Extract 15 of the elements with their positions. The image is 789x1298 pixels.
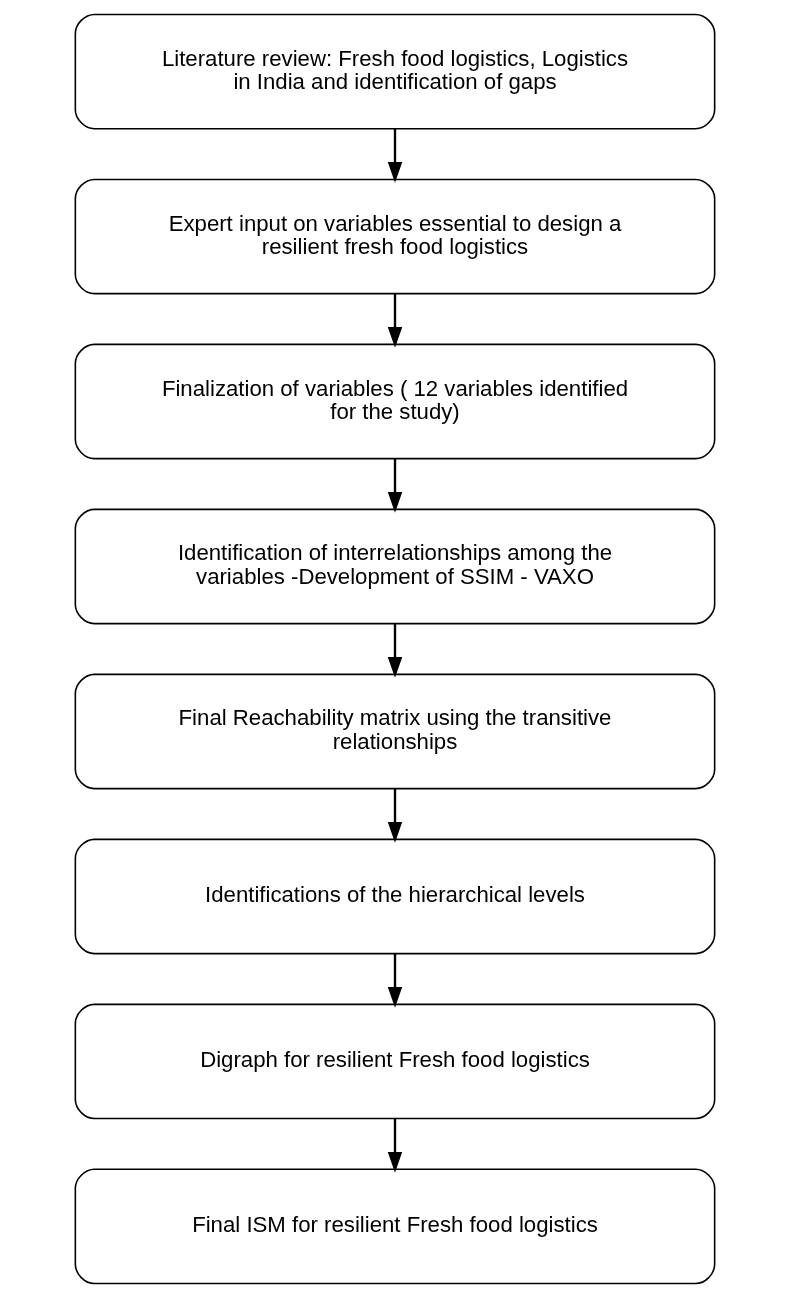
arrow [387, 458, 402, 513]
node-box: Identifications of the hierarchical levels [74, 838, 715, 955]
node-box: Final Reachability matrix using the transitive relationships [74, 673, 715, 790]
arrow [387, 128, 402, 183]
node-box: Digraph for resilient Fresh food logistics [74, 1003, 715, 1120]
node-box: Identification of interrelationships among the variables -Development of SSIM - VAXO [74, 508, 715, 625]
arrow [387, 293, 402, 348]
arrow [387, 953, 402, 1008]
arrow [387, 1118, 402, 1173]
arrow [387, 623, 402, 678]
arrow [387, 788, 402, 843]
node-box: Expert input on variables essential to design a resilient fresh food logistics [74, 178, 715, 295]
node-box: Final ISM for resilient Fresh food logistics [74, 1168, 715, 1285]
node-box: Literature review: Fresh food logistics, Logistics in India and identification of gaps [74, 13, 715, 130]
node-box: Finalization of variables ( 12 variables identified for the study) [74, 343, 715, 460]
